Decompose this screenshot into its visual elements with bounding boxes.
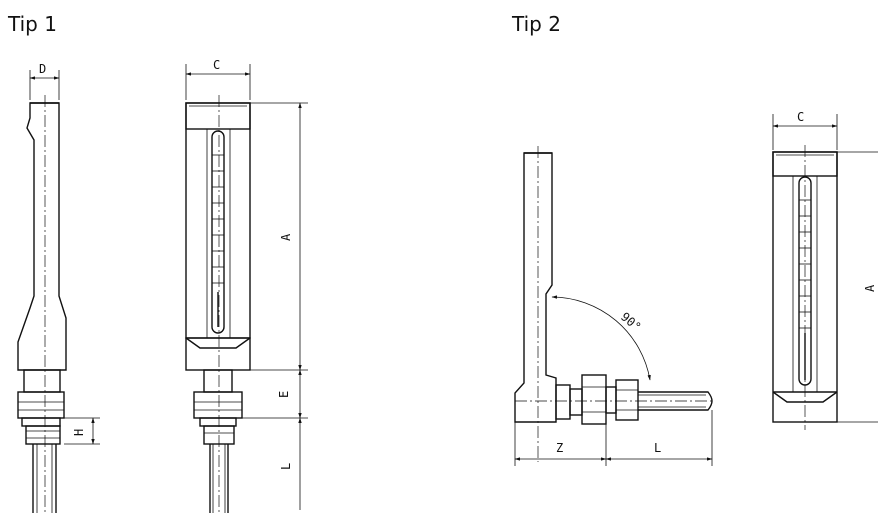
dim-l-label-1: L (279, 463, 293, 470)
type-2-front-view (772, 114, 878, 430)
dim-h-label: H (72, 429, 86, 436)
dim-l-label-2: L (654, 441, 661, 455)
dim-a-label-1: A (279, 233, 293, 241)
type-1-side-view (17, 70, 100, 513)
angle-label: 90° (618, 310, 644, 335)
dim-a-label-2: A (863, 284, 877, 292)
type-2-title: Tip 2 (512, 12, 561, 36)
dim-z-label: Z (556, 441, 563, 455)
dim-c-label-2: C (797, 110, 804, 124)
dim-d-label: D (39, 62, 46, 76)
type-1-title: Tip 1 (8, 12, 57, 36)
type-2-angled-view: 90° (514, 146, 715, 466)
dim-e-label: E (277, 391, 291, 398)
type-1-front-view (185, 64, 308, 513)
dim-c-label-1: C (213, 58, 220, 72)
